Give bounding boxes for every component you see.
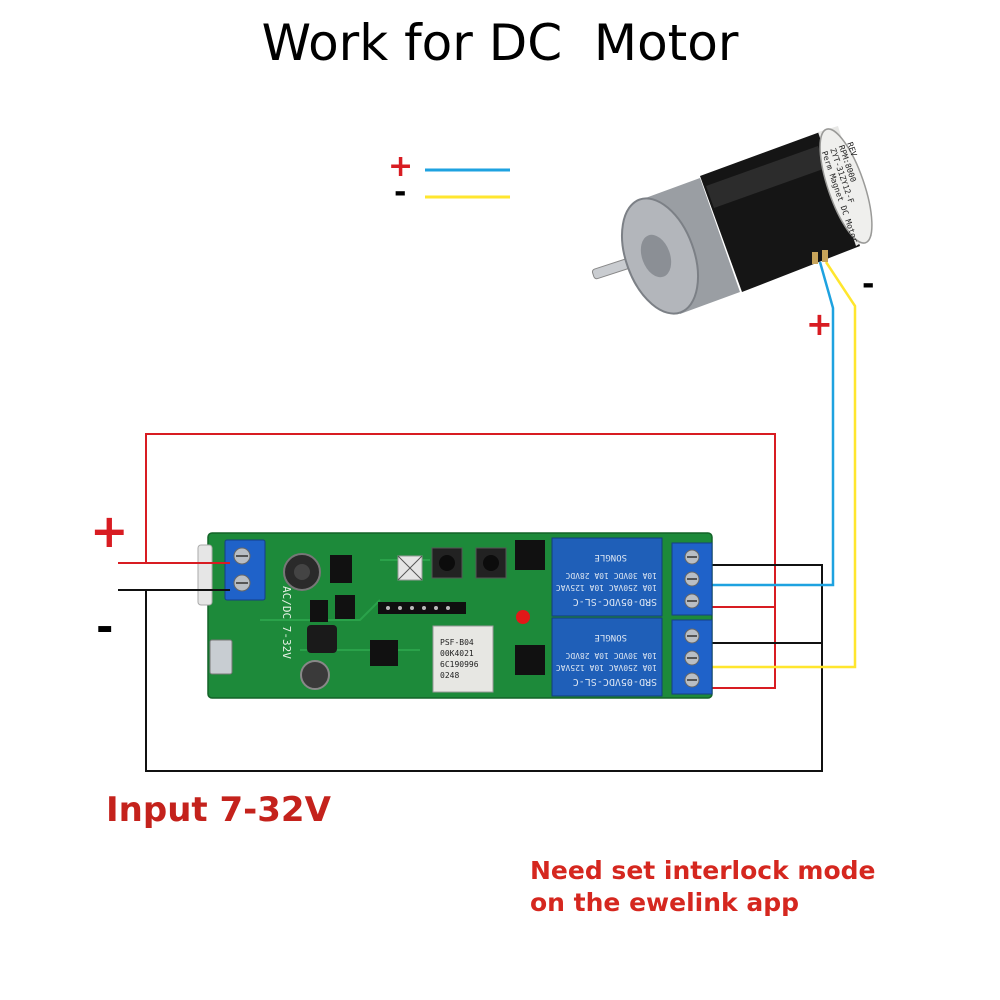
- interlock-note-line-1: Need set interlock mode: [530, 856, 876, 885]
- motor-minus-sign: -: [862, 267, 875, 302]
- micro-usb-port: [209, 639, 233, 675]
- motor-plus-sign: +: [806, 305, 833, 343]
- relay-1: SRD-05VDC-SL-C 10A 250VAC 10A 125VAC 10A…: [551, 537, 663, 617]
- module-line-3: 6C190996: [440, 660, 479, 669]
- motor-body: [700, 132, 860, 292]
- legend-minus-sign: -: [394, 175, 407, 210]
- power-terminal-block: [224, 539, 266, 601]
- push-button-1: [431, 547, 463, 579]
- relay-1-line-1: SRD-05VDC-SL-C: [573, 596, 657, 607]
- wifi-module: PSF-B04 00K4021 6C190996 0248: [432, 625, 494, 693]
- input-plus-sign: +: [90, 504, 129, 558]
- relay-1-line-4: SONGLE: [594, 552, 627, 562]
- relay-2-line-1: SRD-05VDC-SL-C: [573, 676, 657, 687]
- relay-1-line-2: 10A 250VAC 10A 125VAC: [556, 583, 657, 592]
- relay-1-line-3: 10A 30VDC 10A 28VDC: [565, 571, 657, 580]
- diagram-title: Work for DC Motor: [261, 14, 739, 72]
- relay-2-line-3: 10A 30VDC 10A 28VDC: [565, 651, 657, 660]
- blue-wire-motor-positive: [712, 261, 835, 587]
- input-minus-sign: -: [96, 602, 114, 651]
- status-led: [516, 610, 530, 624]
- relay-2-line-2: 10A 250VAC 10A 125VAC: [556, 663, 657, 672]
- module-line-4: 0248: [440, 671, 459, 680]
- relay-2: SRD-05VDC-SL-C 10A 250VAC 10A 125VAC 10A…: [551, 617, 663, 697]
- interlock-note: Need set interlock mode on the ewelink a…: [530, 855, 876, 919]
- legend-plus-sign: +: [388, 149, 414, 184]
- dc-motor: RPM:8000 ZYT-31ZY12-F Perm Magnet DC Mot…: [591, 126, 873, 315]
- capacitor-2: [300, 660, 330, 690]
- interlock-note-line-2: on the ewelink app: [530, 888, 800, 917]
- input-voltage-label: Input 7-32V: [106, 790, 331, 830]
- relay-2-line-4: SONGLE: [594, 632, 627, 642]
- relay-board: PSF-B04 00K4021 6C190996 0248 AC/DC 7-32…: [197, 532, 713, 699]
- pcb-voltage-label: AC/DC 7-32V: [280, 586, 293, 659]
- inductor: [307, 625, 337, 653]
- module-line-1: PSF-B04: [440, 638, 474, 647]
- yellow-wire-motor-negative: [712, 261, 857, 669]
- relay-2-terminal-block: [671, 619, 713, 695]
- module-line-2: 00K4021: [440, 649, 474, 658]
- push-button-2: [475, 547, 507, 579]
- relay-1-terminal-block: [671, 542, 713, 616]
